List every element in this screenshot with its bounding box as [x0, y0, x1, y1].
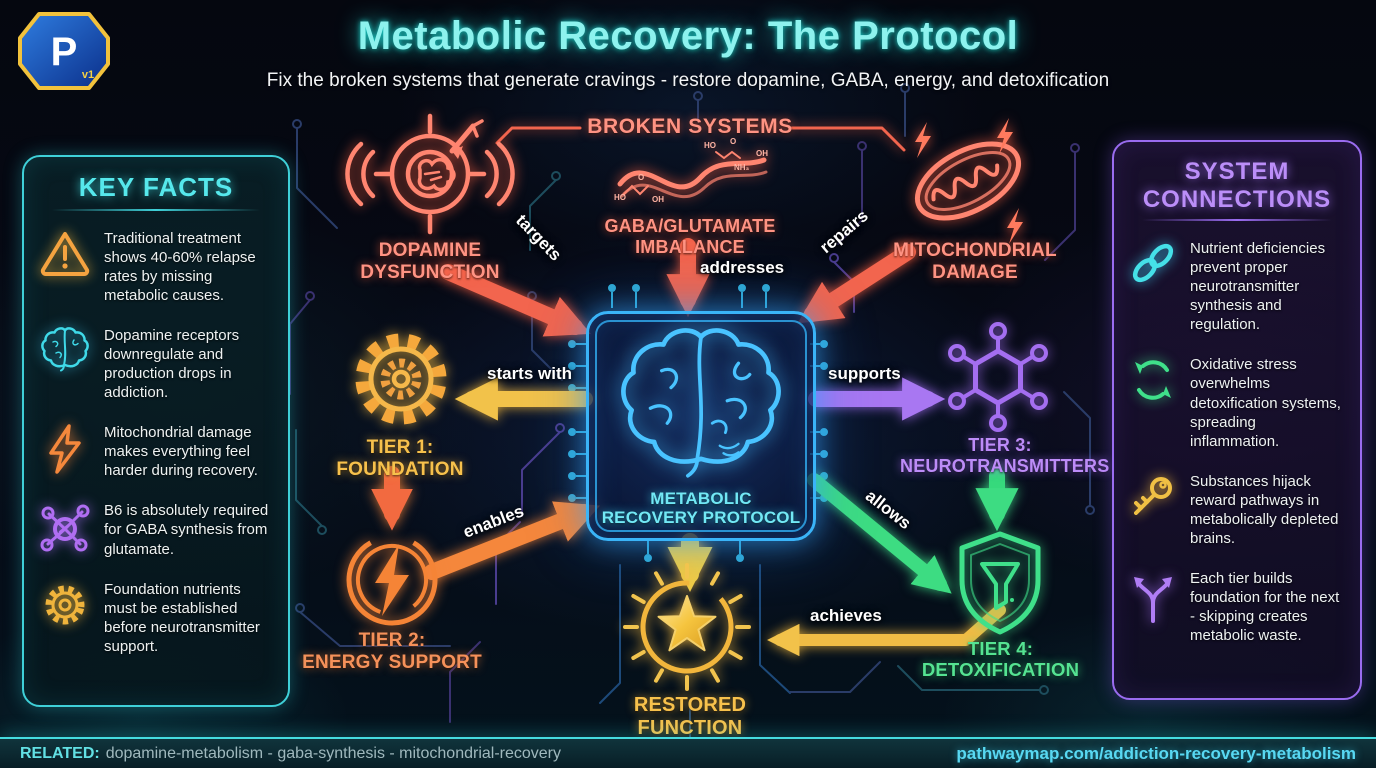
chain-link-icon — [1128, 239, 1178, 289]
gear-icon — [38, 580, 92, 630]
arrow-enables — [424, 501, 601, 580]
system-connection-text: Each tier builds foundation for the next… — [1190, 569, 1340, 644]
key-facts-panel: KEY FACTS Traditional treatment shows 40… — [22, 155, 290, 707]
page-subtitle: Fix the broken systems that generate cra… — [266, 70, 1110, 91]
page-title: Metabolic Recovery: The Protocol — [357, 14, 1019, 58]
key-fact-item: B6 is absolutely required for GABA synth… — [38, 501, 274, 558]
key-icon — [1128, 472, 1178, 522]
chem-label: NH₃ — [734, 163, 750, 172]
chem-label: HO — [614, 193, 626, 202]
footer-url[interactable]: pathwaymap.com/addiction-recovery-metabo… — [956, 743, 1356, 763]
node-label-tier3: TIER 3: NEUROTRANSMITTERS — [900, 435, 1110, 476]
edge-label-supports: supports — [828, 364, 901, 383]
key-facts-title: KEY FACTS — [78, 172, 234, 202]
gaba-waves-icon: HO O OH HO O OH NH₃ — [614, 137, 768, 204]
pathwaymap-logo: P v1 — [18, 12, 110, 90]
chem-label: HO — [704, 141, 716, 150]
node-label-restored: RESTORED FUNCTION — [633, 694, 747, 740]
central-node-inner-border — [595, 320, 807, 532]
restored-star-icon — [623, 563, 751, 691]
arrow-targets — [440, 264, 591, 337]
lightning-bolt-icon — [38, 423, 92, 475]
system-connection-text: Substances hijack reward pathways in met… — [1190, 472, 1339, 547]
system-connections-divider — [1142, 219, 1332, 222]
warning-triangle-icon — [38, 229, 92, 277]
logo-letter: P — [51, 30, 78, 74]
chem-label: O — [730, 137, 736, 146]
footer-related: RELATED: dopamine-metabolism - gaba-synth… — [20, 745, 561, 763]
split-arrows-icon — [1128, 569, 1178, 624]
node-label-tier4: TIER 4: DETOXIFICATION — [921, 638, 1080, 681]
tier3-molecule-icon — [948, 322, 1048, 432]
footer-bar: RELATED: dopamine-metabolism - gaba-synth… — [0, 737, 1376, 768]
broken-systems-left-line — [495, 126, 582, 145]
edge-label-addresses: addresses — [700, 258, 785, 277]
broken-systems-header: BROKEN SYSTEMS — [587, 115, 793, 138]
node-label-tier2: TIER 2: ENERGY SUPPORT — [302, 630, 482, 674]
dopamine-target-icon — [345, 113, 515, 235]
arrow-allows — [807, 473, 952, 594]
broken-systems-right-line — [790, 126, 906, 152]
key-fact-text: Dopamine receptors downregulate and prod… — [104, 327, 240, 402]
key-fact-text: Foundation nutrients must be established… — [104, 580, 260, 655]
edge-label-starts-with: starts with — [487, 364, 573, 383]
key-fact-item: Dopamine receptors downregulate and prod… — [38, 326, 274, 402]
system-connection-item: Each tier builds foundation for the next… — [1128, 569, 1346, 645]
mitochondria-icon — [914, 118, 1023, 244]
node-label-mitochondrial: MITOCHONDRIAL DAMAGE — [893, 240, 1057, 284]
tier2-energy-icon — [346, 534, 438, 626]
chem-label: OH — [756, 149, 768, 158]
central-protocol-node: METABOLIC RECOVERY PROTOCOL — [586, 311, 816, 541]
key-facts-divider — [52, 208, 260, 211]
chem-label: OH — [652, 195, 664, 204]
key-fact-item: Traditional treatment shows 40-60% relap… — [38, 229, 274, 305]
tier4-shield-icon — [959, 531, 1041, 635]
system-connections-title: SYSTEM CONNECTIONS — [1142, 158, 1332, 213]
system-connection-item: Substances hijack reward pathways in met… — [1128, 472, 1346, 548]
molecule-icon — [38, 501, 92, 553]
chem-label: O — [638, 173, 644, 182]
key-fact-item: Foundation nutrients must be established… — [38, 580, 274, 656]
system-connection-text: Oxidative stress overwhelms detoxificati… — [1190, 356, 1341, 450]
system-connection-item: Nutrient deficiencies prevent proper neu… — [1128, 239, 1346, 334]
node-label-gaba: GABA/GLUTAMATE IMBALANCE — [604, 216, 776, 257]
cycle-arrows-icon — [1128, 355, 1178, 405]
key-fact-item: Mitochondrial damage makes everything fe… — [38, 423, 274, 480]
brain-icon — [621, 328, 781, 478]
node-label-dopamine: DOPAMINE DYSFUNCTION — [360, 240, 500, 284]
key-fact-text: Traditional treatment shows 40-60% relap… — [104, 229, 256, 305]
arrow-repairs — [797, 244, 916, 324]
key-fact-text: B6 is absolutely required for GABA synth… — [104, 502, 269, 558]
system-connections-panel: SYSTEM CONNECTIONS Nutrient deficiencies… — [1112, 140, 1362, 700]
system-connection-text: Nutrient deficiencies prevent proper neu… — [1190, 240, 1326, 334]
arrow-achieves — [767, 604, 1006, 657]
tier1-gear-icon — [355, 333, 447, 425]
node-label-center: METABOLIC RECOVERY PROTOCOL — [601, 488, 801, 528]
key-fact-text: Mitochondrial damage makes everything fe… — [104, 424, 258, 480]
footer-related-tags: dopamine-metabolism - gaba-synthesis - m… — [105, 744, 561, 762]
edge-label-achieves: achieves — [810, 606, 882, 625]
node-label-tier1: TIER 1: FOUNDATION — [336, 437, 464, 481]
system-connection-item: Oxidative stress overwhelms detoxificati… — [1128, 355, 1346, 450]
footer-related-label: RELATED: — [20, 744, 100, 762]
logo-version: v1 — [82, 69, 94, 81]
brain-icon — [38, 326, 92, 372]
